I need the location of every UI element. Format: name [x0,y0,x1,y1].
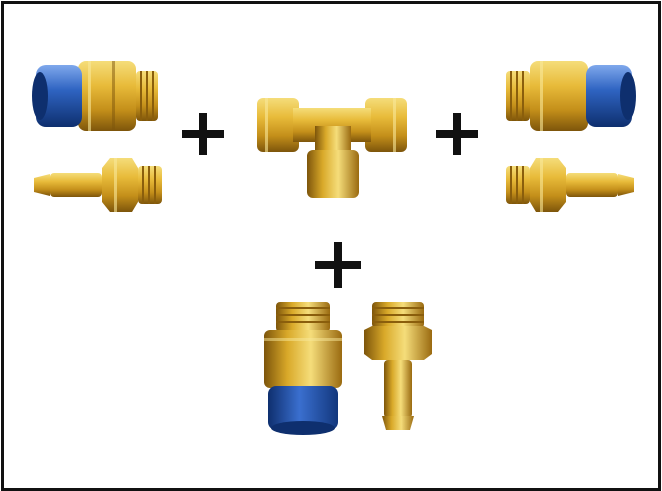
plus-bottom [315,242,361,288]
hose-barb-fitting-bottom [364,302,432,430]
tee-fitting-center [257,98,407,198]
push-in-fitting-top-left [32,61,158,131]
plus-left [182,113,224,155]
push-in-fitting-bottom [264,302,342,435]
hose-barb-fitting-top-left [34,158,162,212]
push-in-fitting-top-right [506,61,636,131]
plus-right [436,113,478,155]
hose-barb-fitting-top-right [506,158,634,212]
